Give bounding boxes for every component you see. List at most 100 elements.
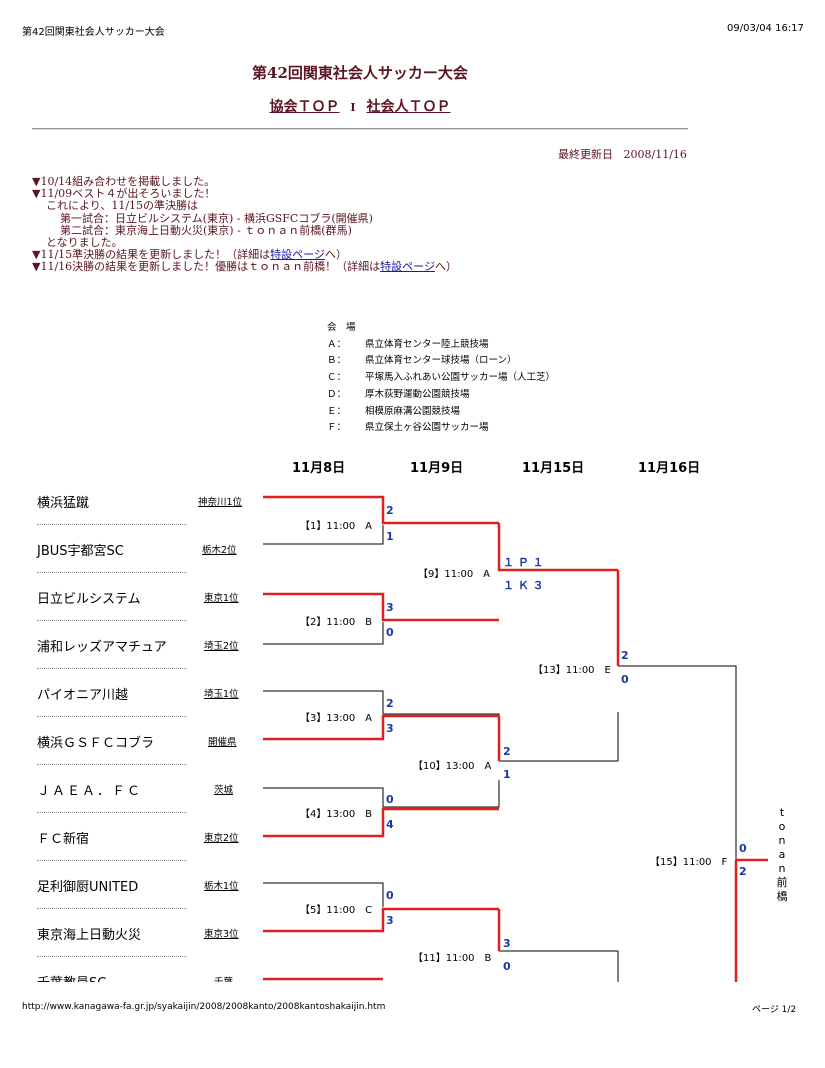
venue-code: Ｅ： bbox=[327, 405, 347, 417]
row-divider bbox=[37, 620, 187, 621]
link-separator: I bbox=[350, 101, 356, 114]
row-divider bbox=[37, 956, 187, 957]
bracket-line bbox=[499, 712, 619, 762]
score: 0 bbox=[621, 673, 629, 686]
bracket-lines bbox=[263, 495, 768, 982]
footer-url: http://www.kanagawa-fa.gr.jp/syakaijin/2… bbox=[22, 1002, 386, 1012]
notice-line: ▼10/14組み合わせを掲載しました。 bbox=[32, 175, 216, 188]
team-region[interactable]: 千葉 bbox=[214, 974, 233, 982]
venue-item: Ｄ： 厚木荻野運動公園競技場 bbox=[327, 387, 555, 404]
venue-name: 厚木荻野運動公園競技場 bbox=[365, 388, 470, 400]
row-divider bbox=[37, 764, 187, 765]
notices: ▼10/14組み合わせを掲載しました。 ▼11/09ベスト４が出そろいました！ … bbox=[32, 175, 457, 274]
bracket-line bbox=[618, 665, 737, 860]
match-label: 【5】11:00 C bbox=[300, 905, 373, 916]
champion-char: 前 bbox=[776, 876, 788, 889]
special-page-link[interactable]: 特設ページ bbox=[270, 248, 325, 262]
score: 4 bbox=[386, 818, 394, 831]
score: １ Ｋ ３ bbox=[503, 579, 544, 592]
team-name: 日立ビルシステム bbox=[37, 592, 141, 607]
team-name: ＪＡＥＡ．ＦＣ bbox=[37, 784, 143, 799]
bracket-line bbox=[383, 713, 500, 740]
team-name: 横浜ＧＳＦＣコブラ bbox=[37, 736, 155, 751]
venue-item: Ｃ：平塚馬入ふれあい公園サッカー場（人工芝） bbox=[327, 370, 555, 387]
team-name: 東京海上日動火災 bbox=[37, 928, 142, 943]
notice-text: ▼11/16決勝の結果を更新しました！優勝はｔｏｎａｎ前橋！（詳細は bbox=[32, 260, 381, 274]
page-title: 第42回関東社会人サッカー大会 bbox=[252, 64, 468, 82]
champion-char: 橋 bbox=[776, 890, 788, 903]
print-header-timestamp: 09/03/04 16:17 bbox=[727, 23, 804, 34]
venue-name: 平塚馬入ふれあい公園サッカー場（人工芝） bbox=[365, 372, 556, 384]
team-region[interactable]: 栃木1位 bbox=[204, 881, 239, 892]
footer-page-number: ページ 1/2 bbox=[752, 1005, 797, 1015]
round-label: 11月8日 bbox=[292, 461, 346, 476]
venue-item: Ｂ： 県立体育センター球技場（ローン） bbox=[327, 353, 555, 370]
bracket-line bbox=[383, 780, 500, 808]
venue-name: 県立保土ヶ谷公園サッカー場 bbox=[365, 422, 489, 434]
score: 1 bbox=[386, 530, 394, 543]
top-links: 協会ＴＯＰ I 社会人ＴＯＰ bbox=[0, 96, 720, 116]
winner-line bbox=[497, 523, 618, 572]
team-name: ＦＣ新宿 bbox=[37, 832, 90, 847]
winner-line bbox=[263, 495, 499, 525]
bracket-line bbox=[499, 950, 619, 982]
link-association-top[interactable]: 協会ＴＯＰ bbox=[269, 99, 340, 115]
team-region[interactable]: 茨城 bbox=[214, 785, 234, 796]
venue-name: 県立体育センター球技場（ローン） bbox=[365, 355, 517, 367]
team-region[interactable]: 栃木2位 bbox=[202, 545, 237, 556]
score: 0 bbox=[386, 793, 394, 806]
team-name: JBUS宇都宮SC bbox=[37, 544, 124, 559]
score: 0 bbox=[739, 842, 747, 855]
score: 3 bbox=[386, 722, 394, 735]
row-divider bbox=[37, 812, 187, 813]
team-region[interactable]: 東京1位 bbox=[204, 593, 239, 604]
venue-heading: 会 場 bbox=[327, 322, 356, 333]
venue-name: 相模原麻溝公園競技場 bbox=[365, 405, 461, 417]
match-label: 【1】11:00 A bbox=[300, 521, 373, 532]
link-shakaijin-top[interactable]: 社会人ＴＯＰ bbox=[366, 99, 451, 115]
notice-line: 第一試合：日立ビルシステム(東京) - 横浜GSFCコブラ(開催県) bbox=[60, 211, 373, 225]
score: 2 bbox=[739, 865, 747, 878]
winner-line bbox=[263, 807, 499, 838]
team-region[interactable]: 埼玉1位 bbox=[204, 689, 239, 700]
notice-line: ▼11/15準決勝の結果を更新しました！（詳細は特設ページへ） bbox=[32, 249, 457, 261]
team-name: 浦和レッズアマチュア bbox=[37, 640, 167, 655]
special-page-link[interactable]: 特設ページ bbox=[380, 260, 435, 274]
bracket-line bbox=[263, 882, 384, 907]
champion-char: o bbox=[778, 820, 786, 833]
round-label: 11月15日 bbox=[522, 461, 585, 476]
score: 2 bbox=[503, 745, 511, 758]
last-updated-label: 最終更新日 bbox=[558, 148, 613, 161]
score: 0 bbox=[503, 960, 511, 973]
score: 2 bbox=[386, 504, 394, 517]
team-region[interactable]: 埼玉2位 bbox=[204, 641, 239, 652]
team-name: 横浜猛蹴 bbox=[37, 496, 90, 511]
venue-list: 会 場 Ａ： 県立体育センター陸上競技場 Ｂ： 県立体育センター球技場（ローン） Ｃ… bbox=[327, 320, 555, 437]
print-header-title: 第42回関東社会人サッカー大会 bbox=[22, 27, 165, 38]
last-updated-date: 2008/11/16 bbox=[623, 148, 687, 161]
venue-code: Ｂ： bbox=[327, 355, 347, 367]
team-region[interactable]: 東京3位 bbox=[204, 929, 239, 940]
team-name: 足利御厨UNITED bbox=[37, 880, 139, 895]
row-divider bbox=[37, 716, 187, 717]
score: 3 bbox=[386, 601, 394, 614]
score: 1 bbox=[503, 768, 511, 781]
score: 0 bbox=[386, 626, 394, 639]
notice-text: へ） bbox=[324, 248, 347, 262]
venue-name: 県立体育センター陸上競技場 bbox=[365, 338, 489, 350]
team-region[interactable]: 開催県 bbox=[208, 737, 237, 748]
venue-code: Ｄ： bbox=[327, 388, 347, 400]
score: 2 bbox=[386, 697, 394, 710]
team-region[interactable]: 神奈川1位 bbox=[198, 497, 243, 508]
round-label: 11月9日 bbox=[410, 461, 464, 476]
notice-line: ▼11/16決勝の結果を更新しました！優勝はｔｏｎａｎ前橋！（詳細は特設ページへ… bbox=[32, 261, 457, 273]
venue-code: Ａ： bbox=[327, 338, 347, 350]
notice-line: となりました。 bbox=[46, 236, 123, 250]
winner-line bbox=[263, 907, 499, 933]
match-label: 【4】13:00 B bbox=[300, 809, 373, 820]
score: 0 bbox=[386, 889, 394, 902]
bracket-line bbox=[263, 525, 384, 545]
venue-item: Ｅ： 相模原麻溝公園競技場 bbox=[327, 404, 555, 421]
team-region[interactable]: 東京2位 bbox=[204, 833, 239, 844]
winner-line bbox=[263, 592, 499, 622]
